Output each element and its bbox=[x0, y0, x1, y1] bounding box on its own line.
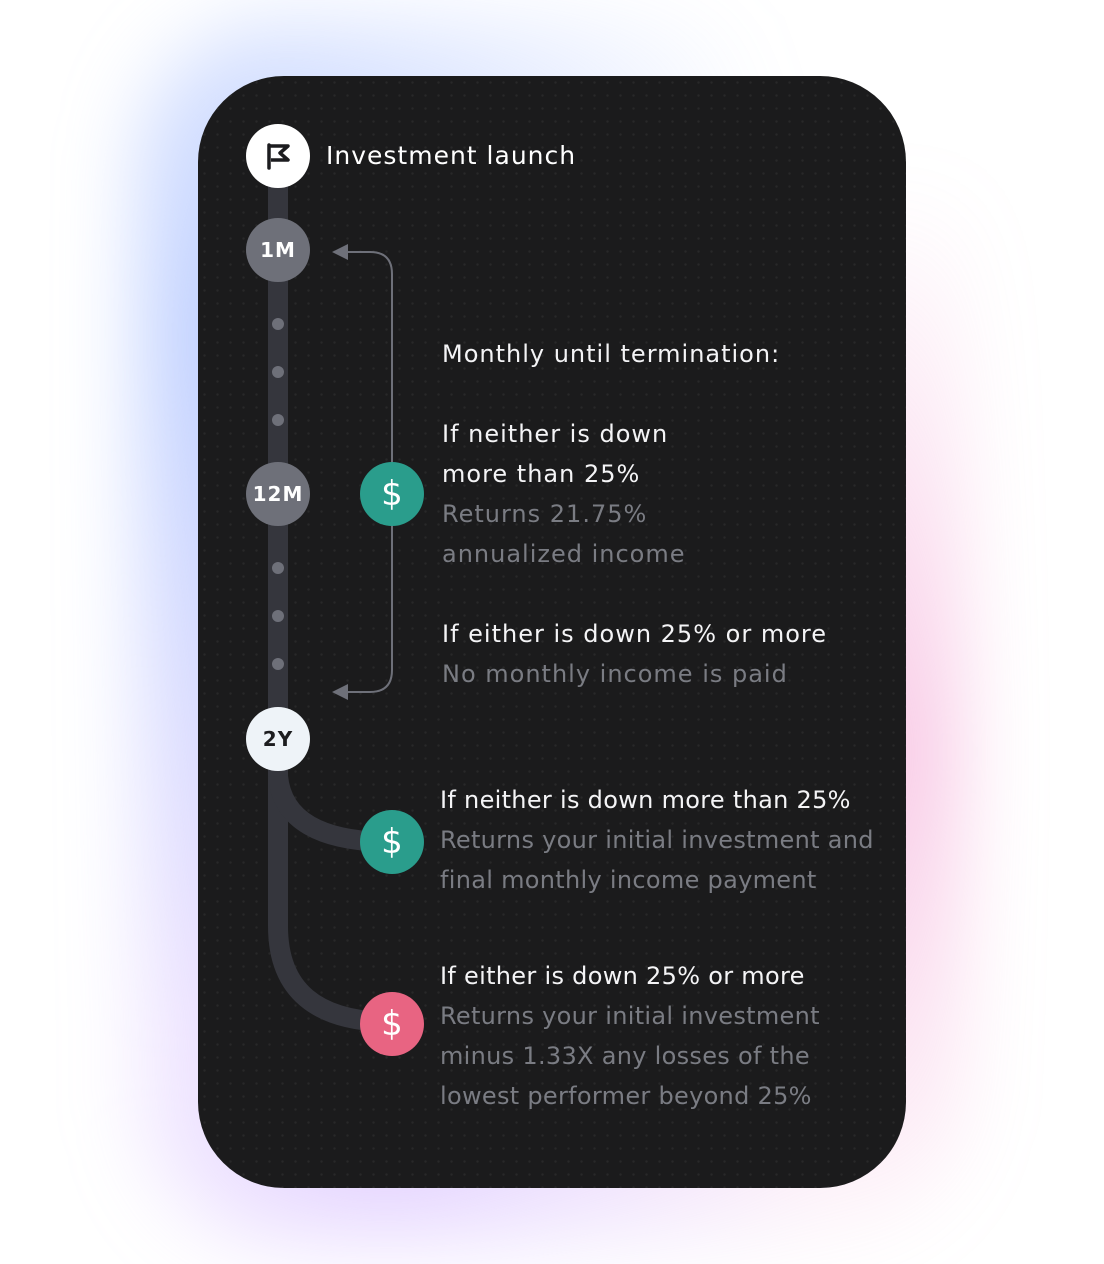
timeline-dot bbox=[272, 658, 284, 670]
monthly-case-a-line2: more than 25% bbox=[442, 460, 641, 488]
launch-title: Investment launch bbox=[326, 141, 577, 170]
dollar-icon: $ bbox=[360, 462, 424, 526]
launch-node bbox=[246, 124, 310, 188]
monthly-case-b-result: No monthly income is paid bbox=[442, 660, 788, 688]
final-positive-result-line2: final monthly income payment bbox=[440, 866, 817, 894]
monthly-case-a-result-line1: Returns 21.75% bbox=[442, 500, 648, 528]
timeline-dot bbox=[272, 318, 284, 330]
milestone-12m: 12M bbox=[246, 462, 310, 526]
milestone-2y: 2Y bbox=[246, 707, 310, 771]
milestone-1m: 1M bbox=[246, 218, 310, 282]
final-positive-result-line1: Returns your initial investment and bbox=[440, 826, 874, 854]
timeline-dot bbox=[272, 610, 284, 622]
timeline-dot bbox=[272, 366, 284, 378]
monthly-case-a-result-line2: annualized income bbox=[442, 540, 686, 568]
dollar-icon: $ bbox=[360, 992, 424, 1056]
monthly-case-a-line1: If neither is down bbox=[442, 420, 669, 448]
timeline-dot bbox=[272, 562, 284, 574]
branch-track-lower bbox=[268, 756, 393, 1032]
dollar-icon: $ bbox=[360, 810, 424, 874]
final-negative-heading: If either is down 25% or more bbox=[440, 962, 805, 990]
monthly-case-b-heading: If either is down 25% or more bbox=[442, 620, 827, 648]
bracket-arrow-bottom bbox=[332, 684, 348, 700]
flag-icon bbox=[267, 143, 290, 170]
timeline-card: Investment launch 1M 12M 2Y $ $ $ Monthl… bbox=[198, 76, 906, 1188]
final-positive-heading: If neither is down more than 25% bbox=[440, 786, 851, 814]
final-negative-result-line1: Returns your initial investment bbox=[440, 1002, 820, 1030]
bracket-arrow-top bbox=[332, 244, 348, 260]
monthly-heading: Monthly until termination: bbox=[442, 340, 781, 368]
timeline-dot bbox=[272, 414, 284, 426]
final-negative-result-line3: lowest performer beyond 25% bbox=[440, 1082, 812, 1110]
final-negative-result-line2: minus 1.33X any losses of the bbox=[440, 1042, 810, 1070]
